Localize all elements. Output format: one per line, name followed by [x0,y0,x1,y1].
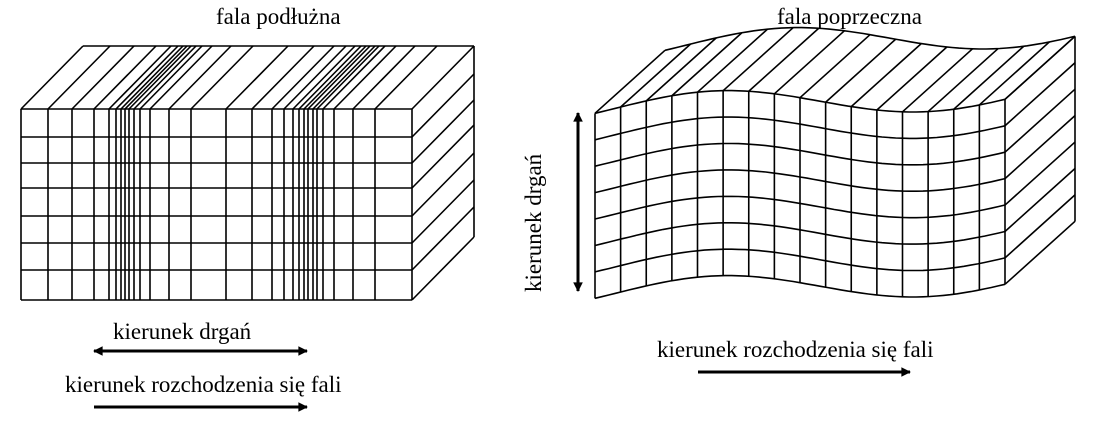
wave-depth-line [620,43,692,108]
side-layer-line [1004,115,1076,180]
wave-depth-line [773,30,845,95]
wave-row-line [594,274,1006,300]
wave-depth-line [748,27,820,92]
slice-line [108,45,172,110]
wave-depth-line [901,48,974,113]
wave-depth-line [671,32,743,97]
slice-line [303,45,367,110]
slice-line [20,45,84,110]
transverse-title: fala poprzeczna [777,4,922,29]
slice-line [283,45,347,110]
side-layer-line [1004,167,1076,233]
slice-line [47,45,111,110]
side-layer-line [1004,62,1076,127]
side-layer-line [1004,88,1076,153]
slice-line [190,45,254,110]
slice-line [251,45,315,110]
wave-depth-line [799,34,871,99]
layer-line [411,73,475,138]
wave-depth-line [722,27,794,92]
layer-line [411,124,475,189]
wave-depth-line [850,43,922,108]
slice-line [149,45,213,110]
slice-line [333,45,397,110]
block-edge [411,236,475,301]
slice-line [71,45,135,110]
layer-line [411,99,475,164]
side-layer-line [1004,35,1076,100]
layer-line [411,152,475,217]
slice-line [124,45,188,110]
slice-line [312,45,376,110]
layer-line [411,45,475,110]
slice-line [322,45,386,110]
wave-depth-line [927,47,999,113]
wave-depth-line [825,38,897,103]
slice-line [225,45,289,110]
wave-depth-line [978,41,1050,106]
wave-depth-line [645,37,717,102]
slice-line [352,45,416,110]
wave-back-edge [664,26,1076,52]
side-layer-line [1004,220,1076,285]
longitudinal-wave-block [20,45,475,301]
slice-line [120,45,184,110]
slice-line [168,45,232,110]
transverse-oscillation-label: kierunek drgań [521,153,546,292]
slice-line [298,45,362,110]
side-layer-line [1004,194,1076,259]
slice-line [271,45,335,110]
slice-line [128,45,192,110]
transverse-propagation-label: kierunek rozchodzenia się fali [657,337,934,362]
slice-line [93,45,157,110]
wave-depth-line [953,45,1025,110]
layer-line [411,179,475,244]
side-layer-line [1004,141,1076,206]
longitudinal-propagation-label: kierunek rozchodzenia się fali [65,372,342,397]
transverse-wave-block [594,26,1076,300]
longitudinal-title: fala podłużna [216,4,341,29]
wave-depth-line [696,28,769,93]
longitudinal-oscillation-label: kierunek drgań [113,319,252,344]
slice-line [292,45,356,110]
wave-depth-line [594,49,666,114]
slice-line [307,45,371,110]
wave-depth-line [876,46,948,111]
layer-line [411,206,475,271]
slice-line [115,45,179,110]
slice-line [139,45,203,110]
slice-line [374,45,438,110]
slice-line [133,45,197,110]
slice-line [316,45,380,110]
